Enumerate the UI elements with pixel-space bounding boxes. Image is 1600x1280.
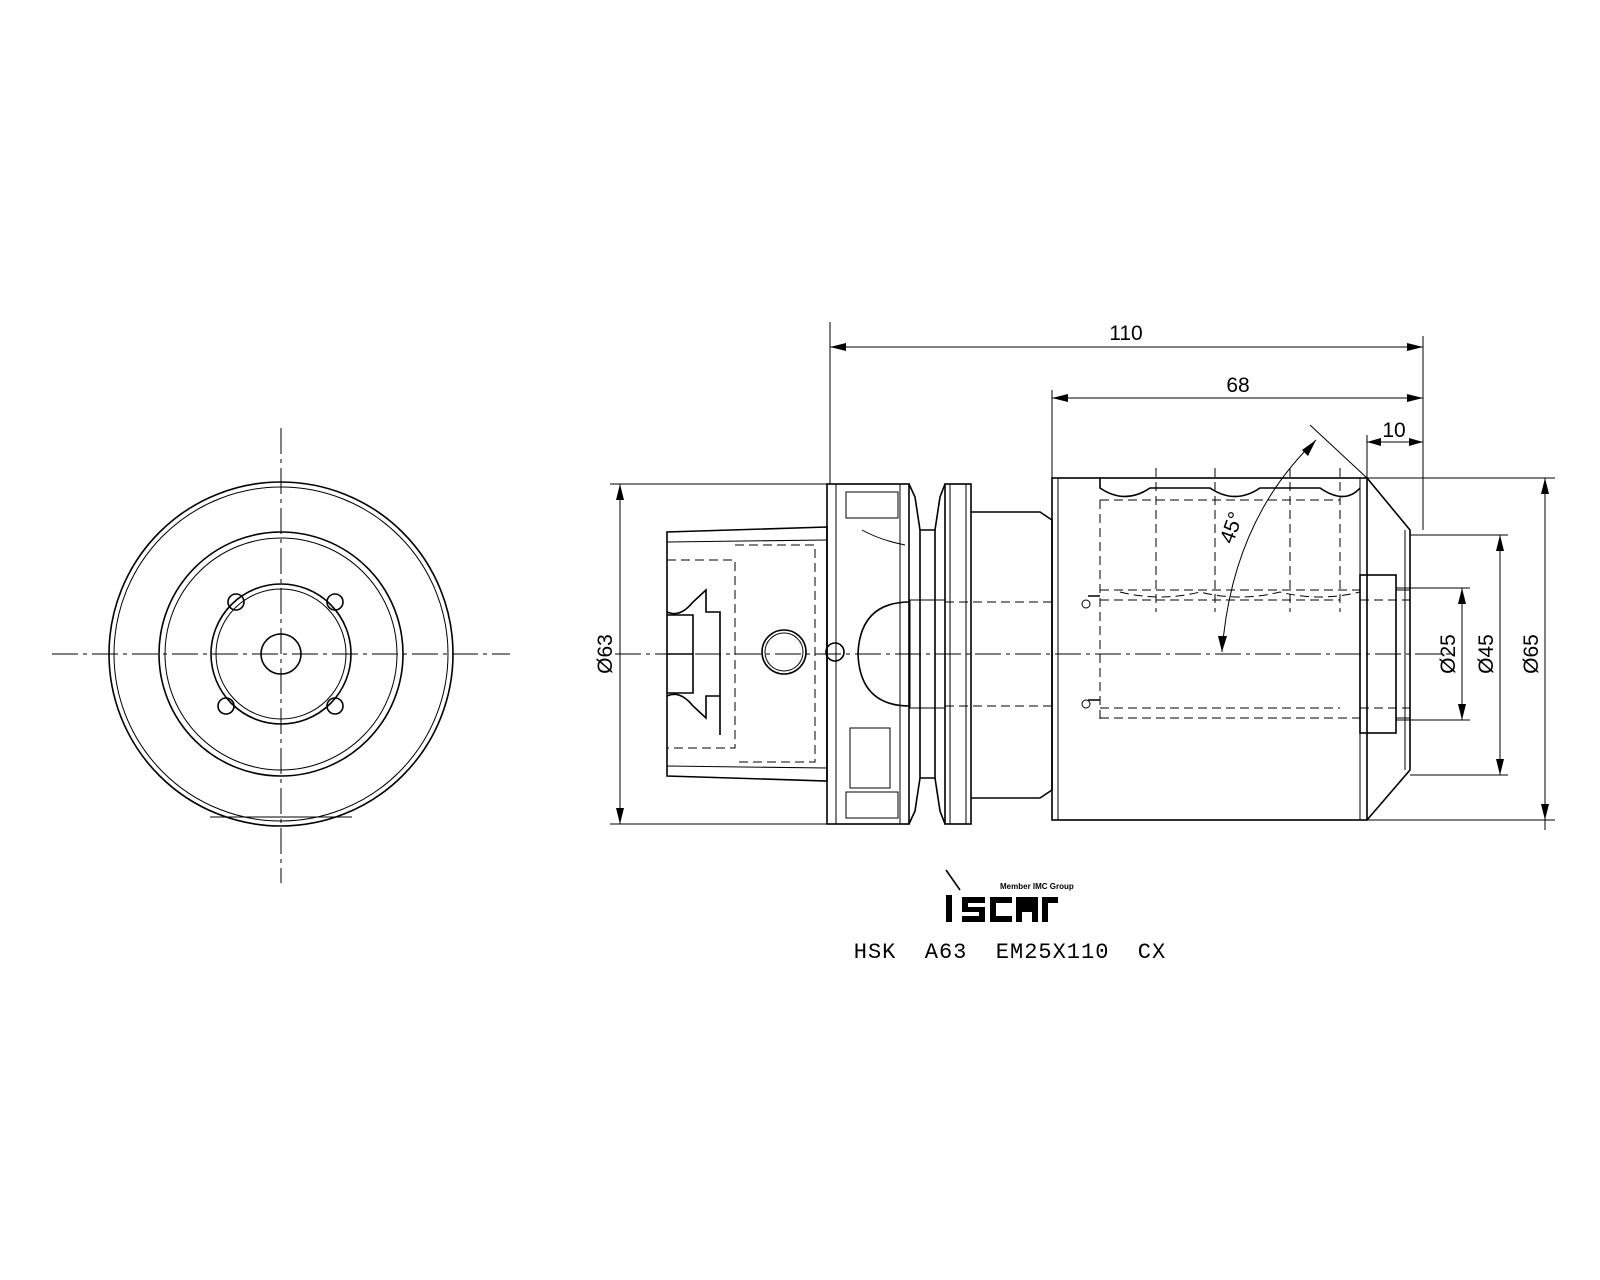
neck-bore-hidden <box>945 601 1052 707</box>
set-screw <box>825 642 845 662</box>
dim-text-angle: 45° <box>1216 509 1248 547</box>
end-view-collet-circle <box>210 583 352 725</box>
arrow <box>1218 636 1227 652</box>
end-view-collet-inner <box>215 588 347 720</box>
hsk-bore-hidden <box>735 544 816 763</box>
nose-taper <box>1366 477 1411 821</box>
arrow <box>830 343 846 351</box>
end-view-notch <box>227 593 245 611</box>
neck-shaft <box>971 511 1053 799</box>
coolant-hole-inner <box>764 632 804 672</box>
end-view-nose-inner <box>164 537 398 771</box>
side-view <box>615 468 1450 825</box>
dim-text-10: 10 <box>1382 419 1405 442</box>
dim-text-65: Ø65 <box>1520 634 1543 674</box>
arrow <box>1409 438 1423 446</box>
dim-text-63: Ø63 <box>594 634 617 674</box>
sphere-core <box>909 599 946 709</box>
hsk-taper-chamfer <box>666 539 828 543</box>
end-view-bore <box>260 633 302 675</box>
arrow <box>1302 440 1316 456</box>
logo-letter-a <box>1016 897 1038 922</box>
flange-pocket-bottom <box>845 791 899 819</box>
v-groove-left <box>908 483 921 825</box>
grip-profile-top <box>1099 478 1361 498</box>
arrow <box>1496 535 1504 551</box>
flange <box>826 483 910 825</box>
brand-logo: Member IMC Group iscar <box>945 869 1074 922</box>
end-view-outer-circle <box>108 481 454 827</box>
arrow <box>1052 394 1068 402</box>
v-groove-right-top <box>934 483 946 531</box>
hsk-inner-hidden <box>667 559 736 749</box>
pins <box>1088 595 1100 701</box>
arrow <box>1458 588 1466 604</box>
arrow <box>1458 704 1466 720</box>
arrow <box>1407 343 1423 351</box>
collet-bore-hidden <box>1360 599 1410 709</box>
end-view-notch <box>326 593 344 611</box>
main-body <box>1051 477 1368 821</box>
logo-tagline: Member IMC Group <box>1000 882 1074 891</box>
v-groove-right-bottom <box>934 777 946 825</box>
dim-text-110: 110 <box>1109 322 1142 345</box>
body-hidden-lines-2 <box>1100 599 1340 709</box>
logo-i-stem <box>946 895 952 922</box>
hsk-undercut-bottom <box>666 693 720 720</box>
angle-ext-line <box>1309 424 1368 479</box>
dim-text-68: 68 <box>1226 374 1249 397</box>
arrow <box>1541 804 1549 820</box>
pin-end <box>1081 599 1091 609</box>
arrow <box>1407 394 1423 402</box>
body-hidden-wave <box>1119 591 1361 598</box>
end-view-outer-chamfer <box>113 486 449 822</box>
hsk-taper-chamfer <box>666 765 828 769</box>
logo-i-accent <box>945 869 961 891</box>
part-designation: HSK A63 EM25X110 CX <box>854 940 1166 965</box>
collet-nut-face <box>1359 574 1397 734</box>
dimensions: 110 68 10 45° Ø63 Ø65 <box>594 322 1555 830</box>
logo-letter-c <box>990 897 1012 922</box>
hsk-undercut-top <box>666 588 721 735</box>
arrow <box>616 808 624 824</box>
end-view <box>52 428 510 883</box>
end-view-notch <box>217 697 235 715</box>
body-hidden-lines <box>1100 499 1360 719</box>
arrow <box>1541 478 1549 494</box>
angle-arc <box>1221 439 1317 653</box>
arrow <box>1367 438 1381 446</box>
arrow <box>616 484 624 500</box>
sphere-profile <box>857 601 911 707</box>
logo-letter-r <box>1042 897 1058 922</box>
dim-text-25: Ø25 <box>1437 634 1460 674</box>
end-view-nose-circle <box>158 531 404 777</box>
collet-nut-ring <box>1396 589 1410 719</box>
flange-curve <box>861 529 906 546</box>
arrow <box>1496 759 1504 775</box>
logo-letter-s <box>962 897 985 922</box>
flange-key <box>849 727 891 789</box>
groove-bottom <box>920 529 936 779</box>
dim-text-45: Ø45 <box>1475 634 1498 674</box>
flange-pocket <box>845 491 899 519</box>
body-hidden-vertical <box>1155 468 1341 612</box>
end-view-notch <box>326 697 344 715</box>
pin-end <box>1081 699 1091 709</box>
coolant-hole <box>761 629 807 675</box>
